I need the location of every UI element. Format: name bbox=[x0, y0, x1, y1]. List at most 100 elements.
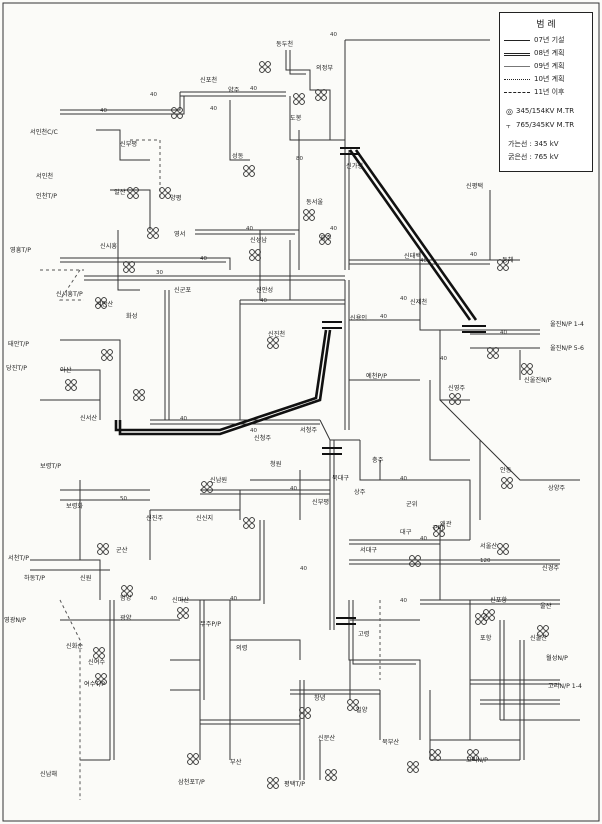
substation-transformer-icon bbox=[259, 61, 265, 67]
765kv-lines bbox=[114, 149, 478, 436]
substation-transformer-icon bbox=[429, 755, 435, 761]
station-label: 부산 bbox=[230, 758, 242, 766]
station-label: 함양 bbox=[120, 594, 132, 602]
substation-transformer-icon bbox=[527, 369, 533, 375]
line-capacity-label: 40 bbox=[400, 476, 407, 482]
station-label: 동서울 bbox=[306, 198, 323, 206]
legend-item-2010: 10년 계획 bbox=[504, 74, 588, 86]
station-label: 신여수 bbox=[88, 658, 105, 666]
line-capacity-label: 40 bbox=[330, 226, 337, 232]
substation-transformer-icon bbox=[267, 343, 273, 349]
substation-transformer-icon bbox=[435, 755, 441, 761]
line-capacity-label: 40 bbox=[260, 298, 267, 304]
substation-transformer-icon bbox=[489, 609, 495, 615]
substation-transformer-icon bbox=[127, 591, 133, 597]
substation-transformer-icon bbox=[433, 531, 439, 537]
station-label: 평택T/P bbox=[284, 780, 305, 788]
substation-transformer-icon bbox=[123, 261, 129, 267]
substation-transformer-icon bbox=[439, 531, 445, 537]
station-label: 신부평 bbox=[120, 140, 137, 148]
substation-transformer-icon bbox=[153, 233, 159, 239]
station-label: 신화순 bbox=[66, 642, 83, 650]
legend-symbol-label: 765/345KV M.TR bbox=[516, 121, 575, 129]
line-capacity-label: 40 bbox=[180, 416, 187, 422]
substation-transformer-icon bbox=[321, 89, 327, 95]
station-label: 성동 bbox=[232, 152, 244, 160]
765kv-bus-markers bbox=[322, 147, 486, 625]
substation-transformer-icon bbox=[299, 93, 305, 99]
substation-transformer-icon bbox=[481, 613, 487, 619]
station-label: 신진주 bbox=[146, 514, 163, 522]
substation-transformer-icon bbox=[299, 707, 305, 713]
station-label: 무주P/P bbox=[200, 621, 221, 628]
station-label: 양주 bbox=[228, 86, 240, 94]
substation-transformer-icon bbox=[267, 783, 273, 789]
station-label: 동두천 bbox=[276, 40, 293, 48]
substation-transformer-icon bbox=[65, 385, 71, 391]
station-label: 인천T/P bbox=[36, 192, 57, 200]
legend-title: 범 례 bbox=[536, 20, 556, 30]
substation-transformer-icon bbox=[103, 543, 109, 549]
station-label: 고리N/P bbox=[466, 756, 488, 764]
legend: 범 례 07년 기설 08년 계획 09년 계획 10년 계획 11년 이후 ◎… bbox=[499, 12, 593, 172]
station-label: 울산 bbox=[540, 602, 552, 610]
line-capacity-label: 80 bbox=[296, 156, 303, 162]
station-label: 일산 bbox=[114, 188, 126, 196]
station-label: 동해 bbox=[502, 256, 514, 264]
substation-transformer-icon bbox=[101, 297, 107, 303]
substation-transformer-icon bbox=[133, 187, 139, 193]
legend-line-swatch bbox=[504, 92, 530, 93]
substation-transformer-icon bbox=[521, 363, 527, 369]
station-label: 안동 bbox=[500, 466, 512, 474]
substation-transformer-icon bbox=[293, 99, 299, 105]
substation-transformer-icon bbox=[467, 749, 473, 755]
station-label: 신울산 bbox=[530, 634, 547, 642]
substation-transformer-icon bbox=[101, 349, 107, 355]
station-label: 서청주 bbox=[300, 426, 317, 434]
station-label: 신문산 bbox=[318, 734, 335, 742]
substation-transformer-icon bbox=[97, 549, 103, 555]
transformer-bar-icon: ⫟ bbox=[506, 121, 511, 130]
substation-transformer-icon bbox=[325, 769, 331, 775]
legend-note-765kv: 굵은선 : 765 kV bbox=[508, 153, 559, 161]
substation-transformer-icon bbox=[267, 337, 273, 343]
substation-transformer-icon bbox=[429, 749, 435, 755]
legend-note-345kv: 가는선 : 345 kV bbox=[508, 140, 559, 148]
station-label: 신마산 bbox=[172, 596, 189, 604]
substation-transformer-icon bbox=[449, 393, 455, 399]
substation-transformer-icon bbox=[353, 699, 359, 705]
legend-symbol-label: 345/154KV M.TR bbox=[516, 107, 575, 115]
substation-transformer-icon bbox=[177, 113, 183, 119]
substation-transformer-icon bbox=[305, 707, 311, 713]
substation-transformer-icon bbox=[455, 399, 461, 405]
substation-transformer-icon bbox=[201, 481, 207, 487]
substation-transformer-icon bbox=[407, 767, 413, 773]
legend-item-2007: 07년 기설 bbox=[504, 35, 588, 47]
substation-transformer-icon bbox=[95, 303, 101, 309]
substation-transformer-icon bbox=[413, 761, 419, 767]
station-label: 태안T/P bbox=[8, 340, 29, 348]
substation-transformer-icon bbox=[503, 543, 509, 549]
substation-transformer-icon bbox=[415, 561, 421, 567]
substation-transformer-icon bbox=[121, 585, 127, 591]
substation-transformer-icon bbox=[107, 349, 113, 355]
substation-transformer-icon bbox=[201, 487, 207, 493]
station-label: 서울산 bbox=[480, 542, 497, 550]
station-label: 의령 bbox=[236, 644, 247, 652]
substation-transformer-icon bbox=[171, 107, 177, 113]
station-label: 영흥T/P bbox=[10, 246, 31, 254]
substation-transformer-icon bbox=[123, 267, 129, 273]
station-label: 군위 bbox=[406, 500, 417, 508]
substation-transformer-icon bbox=[133, 395, 139, 401]
substation-transformer-icon bbox=[475, 619, 481, 625]
substation-transformer-icon bbox=[507, 477, 513, 483]
substation-transformer-icon bbox=[95, 297, 101, 303]
substation-transformer-icon bbox=[101, 355, 107, 361]
substation-transformer-icon bbox=[439, 525, 445, 531]
planned-lines bbox=[40, 139, 381, 800]
substation-transformer-icon bbox=[103, 549, 109, 555]
substation-transformer-icon bbox=[503, 265, 509, 271]
station-label: 당진T/P bbox=[6, 364, 27, 372]
